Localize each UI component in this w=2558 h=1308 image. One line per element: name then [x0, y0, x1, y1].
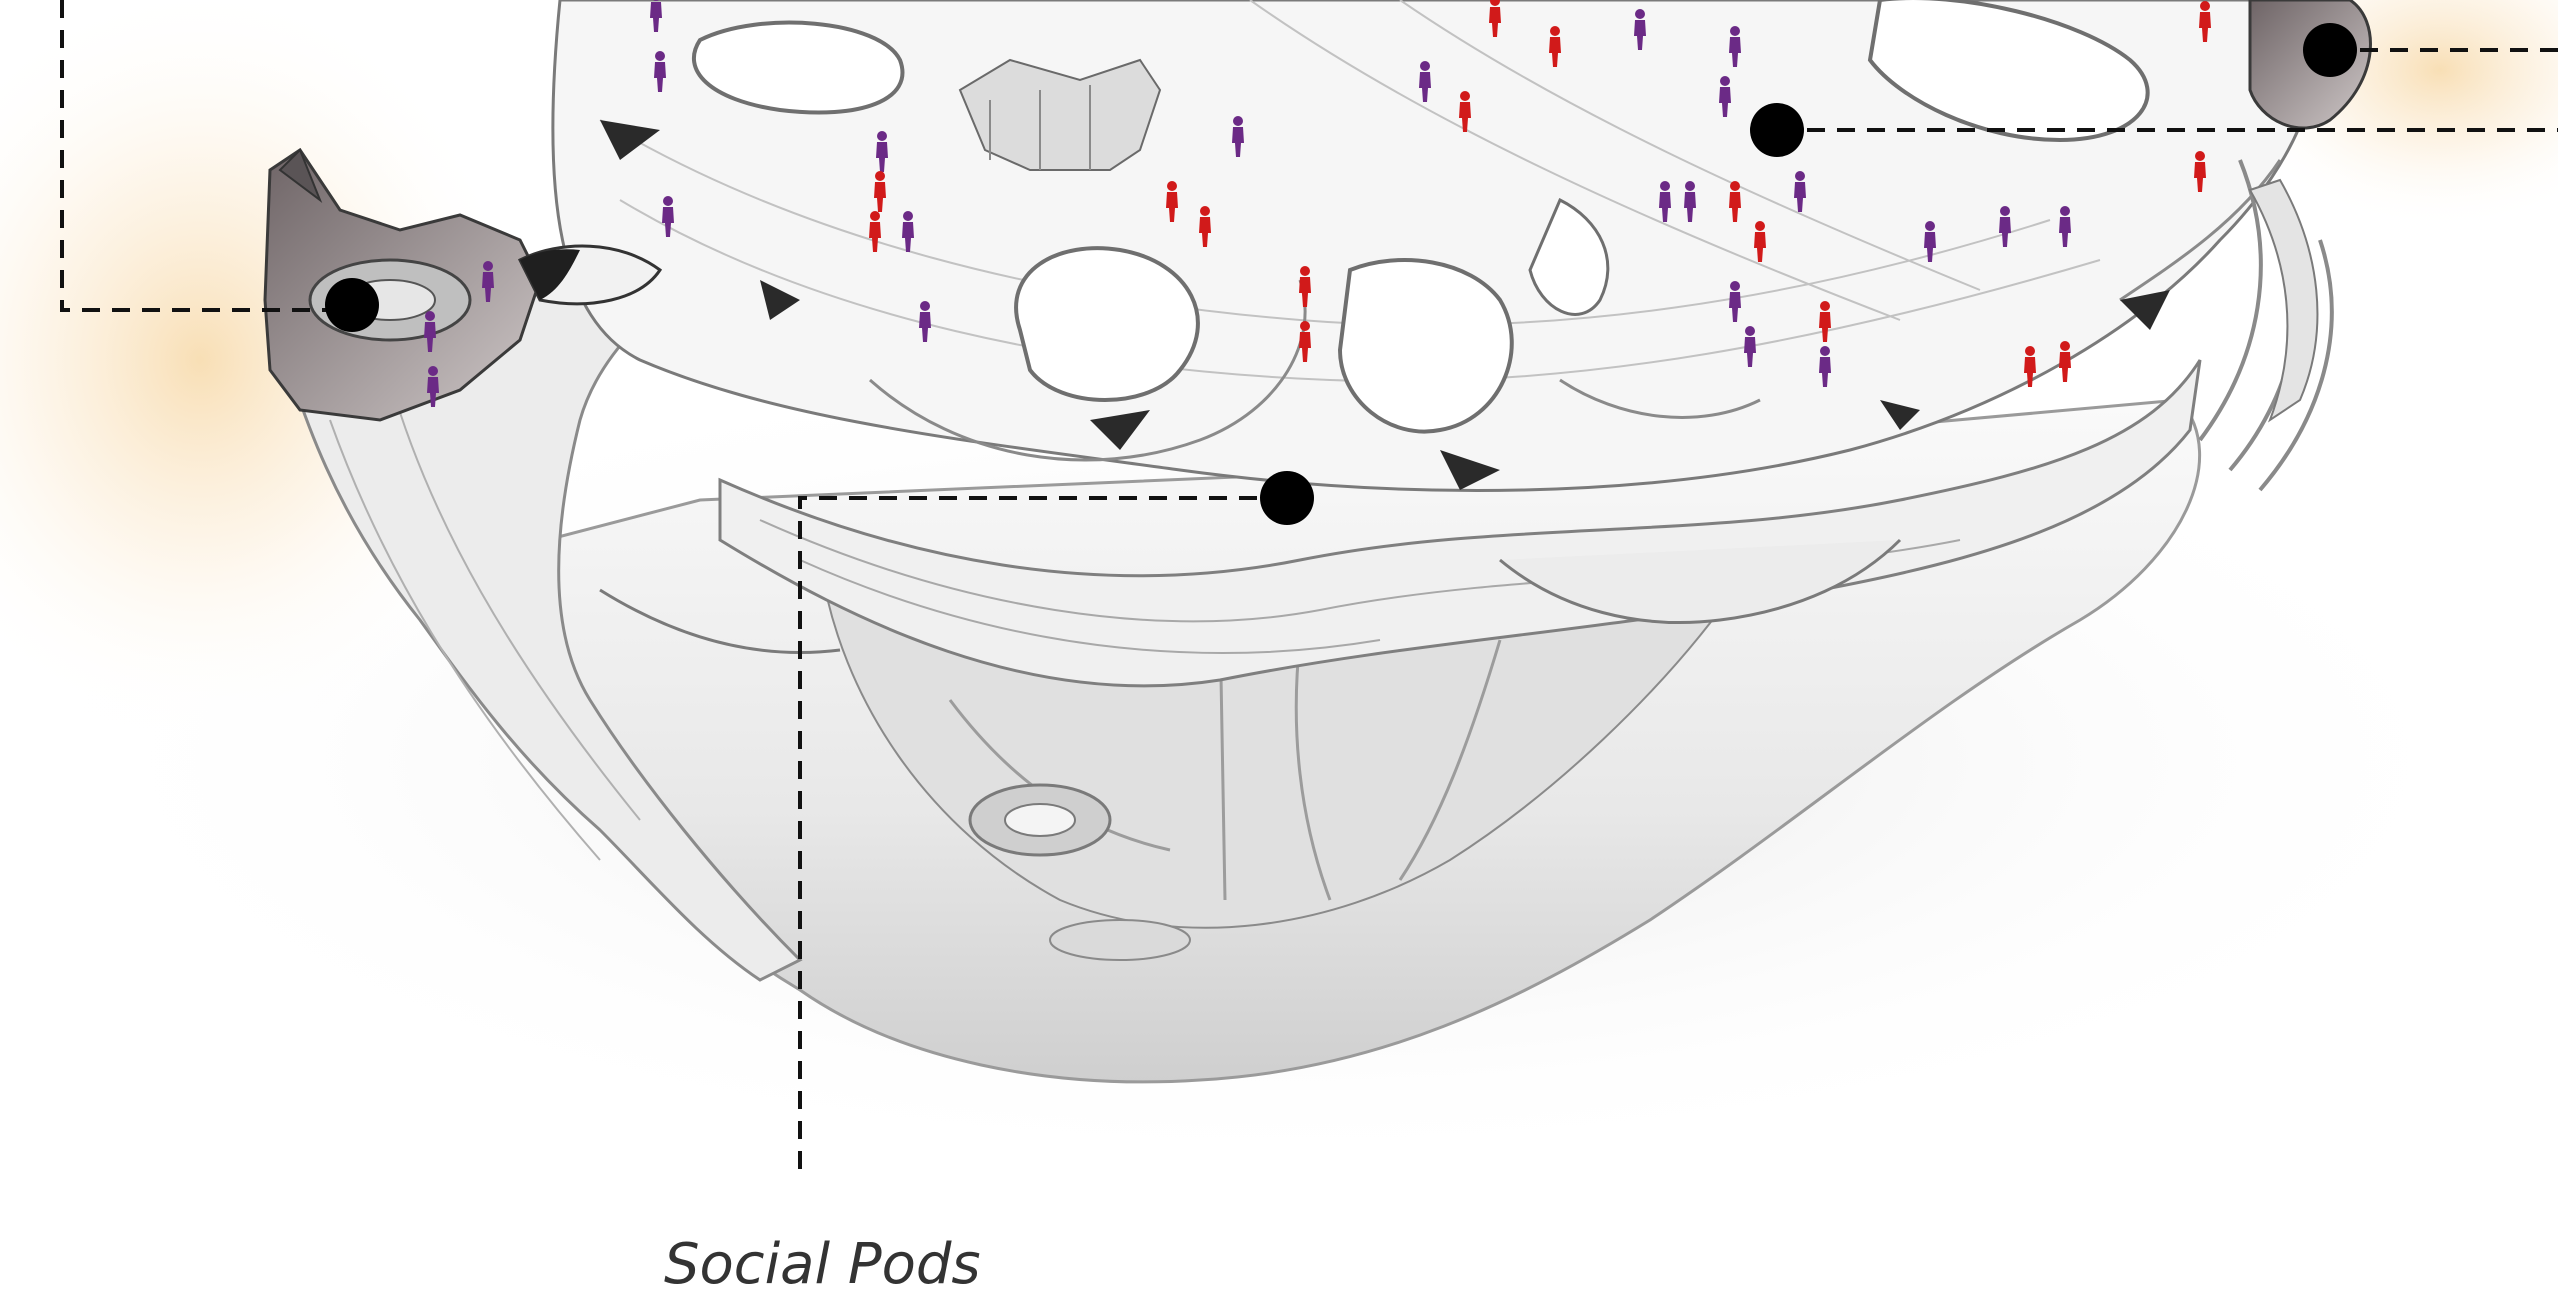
callout-dot-right — [2303, 23, 2357, 77]
callout-dot-left — [325, 278, 379, 332]
person-figure — [2059, 341, 2071, 382]
deck-opening-2 — [1016, 248, 1198, 400]
deck-opening-3 — [1340, 260, 1512, 432]
callout-dot-upper — [1750, 103, 1804, 157]
callout-dot-center — [1260, 471, 1314, 525]
caption-social-pods: Social Pods — [664, 1232, 981, 1297]
